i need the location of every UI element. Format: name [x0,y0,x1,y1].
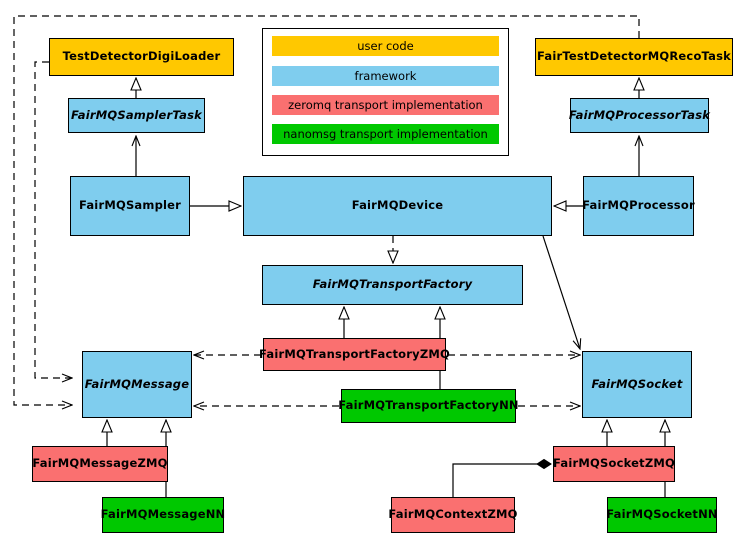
class-node-fairmqtransportfactoryzmq[interactable]: FairMQTransportFactoryZMQ [259,338,450,371]
class-label: FairMQProcessorTask [568,107,711,122]
class-label: FairMQMessageZMQ [32,456,168,471]
class-label: FairMQSocketZMQ [553,456,675,471]
class-label: FairMQSampler [78,198,182,213]
class-label: FairMQTransportFactoryZMQ [259,346,451,361]
class-node-fairtestdetectormqrecotask[interactable]: FairTestDetectorMQRecoTask [535,38,733,76]
class-node-fairmqsamplertask[interactable]: FairMQSamplerTask [68,98,205,133]
class-label: FairMQProcessor [582,198,695,213]
legend-label-user-code: user code [357,39,414,53]
class-label: FairMQDevice [351,198,444,213]
legend-label-framework: framework [354,69,417,83]
class-node-fairmqdevice[interactable]: FairMQDevice [243,176,552,236]
edge-contextzmq-to-socketzmq [452,458,552,497]
class-label: FairMQSocketNN [606,507,718,522]
edge-digiloader-to-message [34,61,72,378]
class-node-fairmqmessagenn[interactable]: FairMQMessageNN [100,497,226,533]
class-label: FairMQMessage [84,376,190,391]
class-node-fairmqprocessor[interactable]: FairMQProcessor [582,176,695,236]
class-label: FairMQSocket [591,376,683,391]
class-label: FairMQSamplerTask [71,107,202,122]
class-label: TestDetectorDigiLoader [62,49,221,64]
class-label: FairMQTransportFactory [312,277,473,292]
class-label: FairMQTransportFactoryNN [338,398,519,413]
class-node-fairmqsocketnn[interactable]: FairMQSocketNN [606,497,718,533]
class-node-fairmqcontextzmq[interactable]: FairMQContextZMQ [388,497,518,533]
class-node-testdetectordigiloader[interactable]: TestDetectorDigiLoader [49,38,234,76]
class-node-fairmqsampler[interactable]: FairMQSampler [70,176,190,236]
class-node-fairmqsocket[interactable]: FairMQSocket [582,351,692,418]
legend-item-user-code: user code [272,36,499,56]
class-node-fairmqmessagezmq[interactable]: FairMQMessageZMQ [32,446,168,482]
legend-label-zeromq: zeromq transport implementation [288,98,483,112]
edge-device-to-socket [542,235,580,349]
legend-label-nanomsg: nanomsg transport implementation [283,127,488,141]
class-node-fairmqmessage[interactable]: FairMQMessage [82,351,192,418]
class-node-fairmqprocessortask[interactable]: FairMQProcessorTask [568,98,711,133]
class-node-fairmqtransportfactorynn[interactable]: FairMQTransportFactoryNN [338,389,519,423]
class-label: FairTestDetectorMQRecoTask [537,49,731,64]
legend-item-zeromq: zeromq transport implementation [272,95,499,115]
edge-recotask-to-message [13,15,640,405]
class-label: FairMQMessageNN [100,507,226,522]
class-node-fairmqtransportfactory[interactable]: FairMQTransportFactory [262,265,523,305]
class-label: FairMQContextZMQ [388,507,518,522]
class-node-fairmqsocketzmq[interactable]: FairMQSocketZMQ [553,446,675,482]
legend-item-framework: framework [272,66,499,86]
legend-item-nanomsg: nanomsg transport implementation [272,124,499,144]
